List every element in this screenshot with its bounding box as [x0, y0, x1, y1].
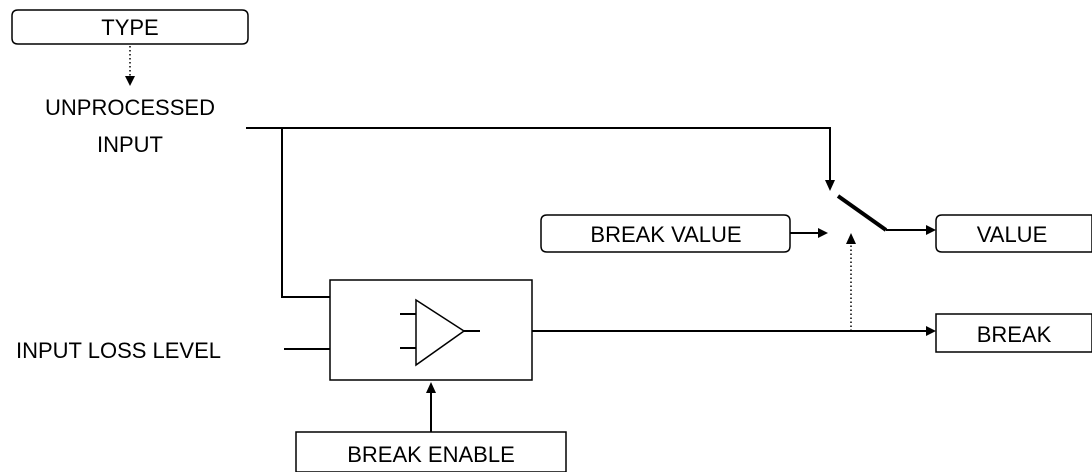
selector-switch-blade	[836, 194, 888, 232]
switch-to-value-arrowhead	[926, 225, 936, 235]
comparator-block	[329, 279, 533, 381]
value-label: VALUE	[977, 222, 1048, 247]
break-label: BREAK	[977, 322, 1052, 347]
break-to-switch-arrowhead	[846, 233, 856, 244]
type-to-input-arrowhead	[125, 76, 135, 86]
input-to-switch-arrowhead	[825, 180, 835, 191]
break-value-label: BREAK VALUE	[590, 222, 741, 247]
type-label: TYPE	[101, 15, 158, 40]
value-block: VALUE	[935, 214, 1092, 253]
unprocessed-input-label-line2: INPUT	[97, 132, 163, 157]
type-block: TYPE	[11, 9, 249, 45]
break-block: BREAK	[935, 313, 1092, 353]
input-to-switch-wire	[246, 127, 831, 180]
break-value-block: BREAK VALUE	[540, 214, 791, 253]
break-enable-arrowhead	[426, 382, 436, 393]
input-to-comparator-wire	[281, 128, 330, 298]
break-enable-label: BREAK ENABLE	[347, 442, 515, 467]
break-value-to-switch-arrowhead	[818, 228, 828, 238]
comparator-to-break-arrowhead	[926, 326, 936, 336]
break-enable-block: BREAK ENABLE	[295, 431, 567, 472]
input-loss-level-label: INPUT LOSS LEVEL	[16, 338, 221, 363]
comparator-triangle-symbol	[415, 298, 466, 367]
unprocessed-input-label-line1: UNPROCESSED	[45, 95, 215, 120]
